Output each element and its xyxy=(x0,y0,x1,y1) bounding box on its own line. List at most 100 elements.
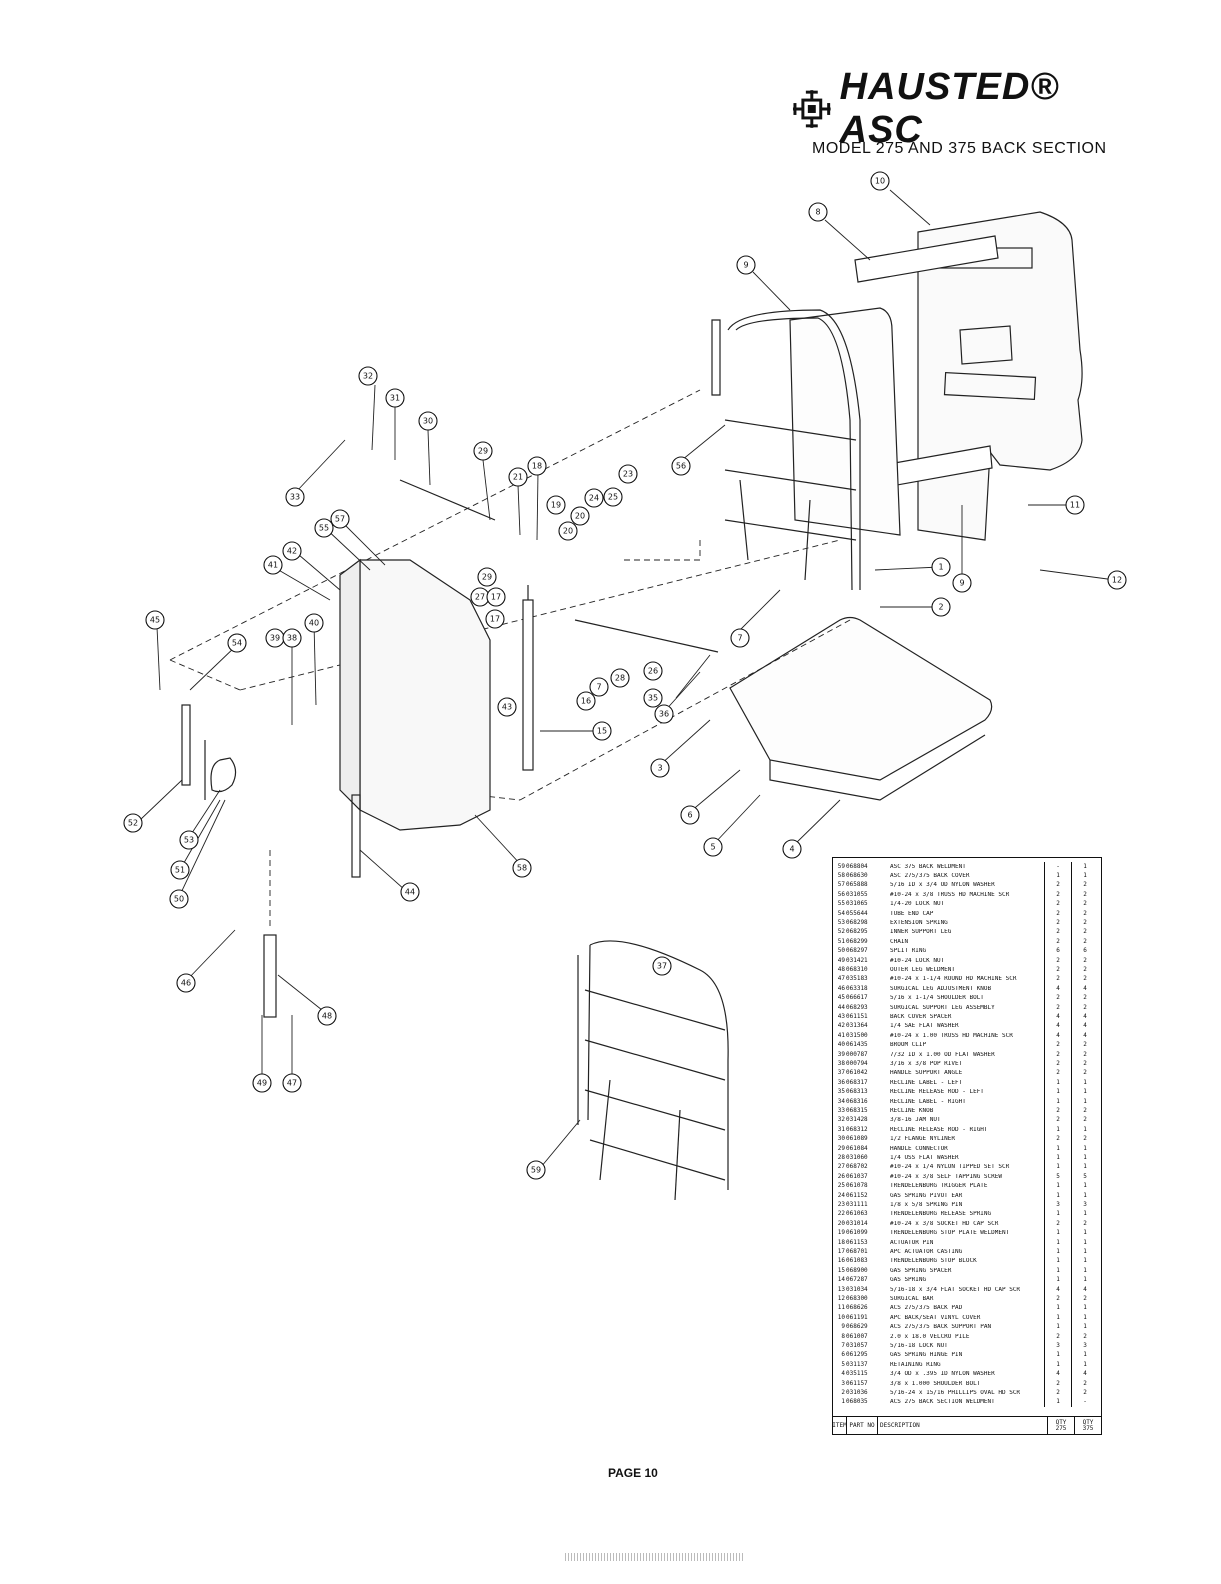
qty-375: 2 xyxy=(1071,1115,1098,1126)
qty-375: 1 xyxy=(1071,1303,1098,1314)
qty-275: 1 xyxy=(1044,1322,1071,1332)
part-description: #10-24 x 1/4 NYLON TIPPED SET SCR xyxy=(890,1164,1010,1171)
qty-375: 2 xyxy=(1071,890,1098,900)
qty-275: 2 xyxy=(1044,956,1071,966)
qty-375: 2 xyxy=(1071,1059,1098,1069)
svg-text:7: 7 xyxy=(596,683,601,692)
qty-275: 2 xyxy=(1044,993,1071,1003)
part-description: SURGICAL LEG ADJUSTMENT KNOB xyxy=(890,985,992,992)
part-description: 5/16-18 x 3/4 FLAT SOCKET HD CAP SCR xyxy=(890,1286,1021,1293)
qty-275: 2 xyxy=(1044,1068,1071,1079)
surgical-support-leg xyxy=(351,794,361,878)
qty-375: - xyxy=(1071,1397,1098,1408)
svg-text:33: 33 xyxy=(290,493,300,502)
part-number: 031057 xyxy=(846,1342,868,1350)
qty-375: 1 xyxy=(1071,1266,1098,1276)
item-number: 50 xyxy=(837,947,845,955)
item-number: 36 xyxy=(837,1078,845,1086)
part-number: 068295 xyxy=(846,928,868,936)
callout-21: 20 xyxy=(570,506,590,526)
qty-375: 2 xyxy=(1071,1294,1098,1304)
qty-275: 1 xyxy=(1044,1303,1071,1314)
callout-58: 58 xyxy=(512,858,532,878)
part-description: RECLINE LABEL - LEFT xyxy=(890,1079,963,1086)
part-description: #10-24 x 3/8 SELF TAPPING SCREW xyxy=(890,1173,1002,1180)
svg-text:19: 19 xyxy=(551,501,561,510)
svg-text:57: 57 xyxy=(335,515,345,524)
part-description: 7/32 ID x 1.00 OD FLAT WASHER xyxy=(890,1051,995,1058)
part-description: TRENDELENBURG RELEASE SPRING xyxy=(890,1211,992,1218)
back-pad-slot xyxy=(943,372,1037,400)
callout-8: 8 xyxy=(808,202,828,222)
qty-275: 1 xyxy=(1044,1247,1071,1257)
part-number: 061042 xyxy=(846,1069,868,1077)
qty-375: 1 xyxy=(1071,1275,1098,1285)
part-description: ACTUATOR PIN xyxy=(890,1239,934,1246)
qty-375: 2 xyxy=(1071,880,1098,891)
item-number: 9 xyxy=(841,1323,845,1331)
item-number: 23 xyxy=(837,1201,845,1209)
qty-375: 1 xyxy=(1071,1144,1098,1154)
callout-46: 46 xyxy=(176,973,196,993)
part-number: 061153 xyxy=(846,1238,868,1246)
part-description: TUBE END CAP xyxy=(890,910,934,917)
part-number: 061099 xyxy=(846,1229,868,1237)
qty-375: 1 xyxy=(1071,1247,1098,1257)
callout-6: 6 xyxy=(680,805,700,825)
callout-31: 30 xyxy=(418,411,438,431)
callout-36: 36 xyxy=(654,704,674,724)
svg-text:6: 6 xyxy=(687,811,692,820)
svg-text:2: 2 xyxy=(938,603,943,612)
item-number: 3 xyxy=(841,1379,845,1387)
callout-30: 29 xyxy=(473,441,493,461)
part-description: OUTER LEG WELDMENT xyxy=(890,967,956,974)
qty-275: 2 xyxy=(1044,1115,1071,1126)
part-number: 061157 xyxy=(846,1379,868,1387)
callout-4: 4 xyxy=(782,839,802,859)
callout-19: 19 xyxy=(546,495,566,515)
header-item: ITEM xyxy=(832,1417,847,1434)
svg-text:51: 51 xyxy=(175,866,185,875)
part-description: RECLINE RELEASE ROD - RIGHT xyxy=(890,1126,988,1133)
part-description: RECLINE RELEASE ROD - LEFT xyxy=(890,1089,984,1096)
recline-rod-left xyxy=(574,619,719,653)
qty-275: 1 xyxy=(1044,1153,1071,1163)
qty-375: 2 xyxy=(1071,1332,1098,1342)
part-description: ACS 275/375 BACK PAD xyxy=(890,1305,963,1312)
callout-38: 38 xyxy=(282,628,302,648)
hausted-logo-icon xyxy=(792,90,831,128)
part-description: #10-24 LOCK NUT xyxy=(890,957,945,964)
part-number: 031111 xyxy=(846,1201,868,1209)
callout-5: 5 xyxy=(703,837,723,857)
qty-375: 2 xyxy=(1071,1106,1098,1116)
item-number: 28 xyxy=(837,1154,845,1162)
svg-text:3: 3 xyxy=(657,764,662,773)
item-number: 29 xyxy=(837,1144,845,1152)
svg-text:18: 18 xyxy=(532,462,542,471)
part-description: SURGICAL SUPPORT LEG ASSEMBLY xyxy=(890,1004,995,1011)
callout-3: 3 xyxy=(650,758,670,778)
part-description: TRENDELENBURG STOP PLATE WELDMENT xyxy=(890,1230,1010,1237)
item-number: 14 xyxy=(837,1276,845,1284)
qty-275: 1 xyxy=(1044,1360,1071,1370)
qty-275: 1 xyxy=(1044,1238,1071,1248)
part-number: 063318 xyxy=(846,984,868,992)
header-description: DESCRIPTION xyxy=(880,1421,920,1429)
seat-frame xyxy=(729,616,993,781)
svg-text:5: 5 xyxy=(710,843,715,852)
part-number: 061191 xyxy=(846,1313,868,1321)
qty-375: 2 xyxy=(1071,1068,1098,1079)
item-number: 12 xyxy=(837,1295,845,1303)
qty-275: 1 xyxy=(1044,1181,1071,1191)
part-description: EXTENSION SPRING xyxy=(890,920,948,927)
